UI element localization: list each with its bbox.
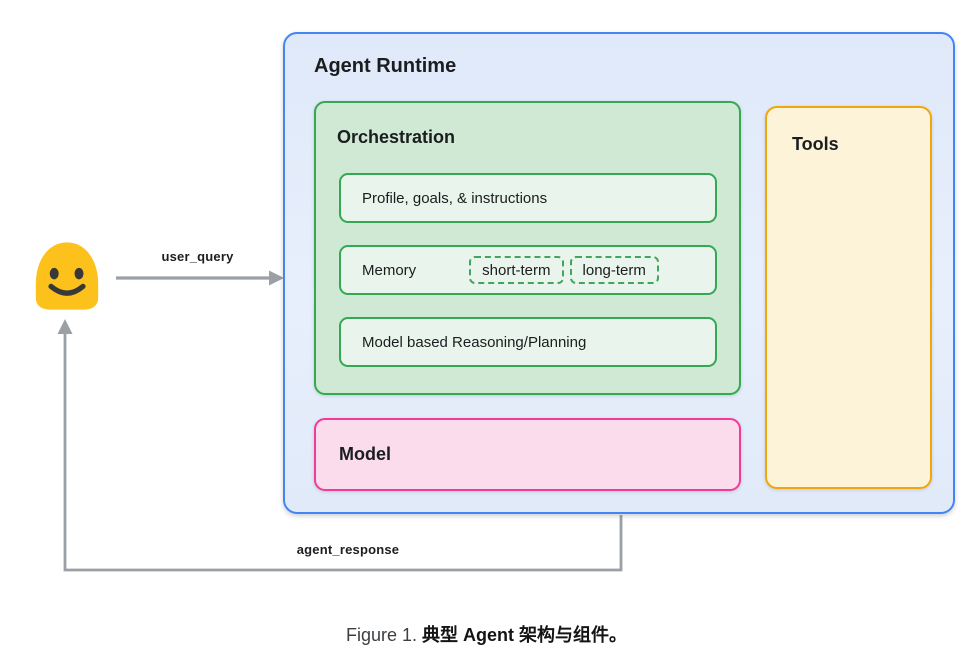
user-emoji-icon — [26, 236, 108, 316]
tools-box: Tools — [765, 106, 932, 489]
agent-runtime-box: Agent Runtime Orchestration Profile, goa… — [283, 32, 955, 514]
emoji-right-eye — [74, 267, 84, 280]
model-based-reasoning-planning-label: Model based Reasoning/Planning — [362, 333, 587, 351]
profile-goals-instructions-label: Profile, goals, & instructions — [362, 189, 548, 207]
agent-response-label: agent_response — [296, 542, 400, 557]
emoji-face — [35, 242, 99, 310]
long-term-memory-chip: long-term — [569, 256, 659, 284]
model-based-reasoning-planning-box: Model based Reasoning/Planning — [339, 317, 717, 367]
user-query-label: user_query — [161, 249, 234, 264]
tools-title: Tools — [792, 134, 839, 154]
figure-caption-prefix: Figure 1. — [345, 625, 423, 645]
model-box: Model — [314, 418, 741, 491]
emoji-left-eye — [49, 267, 59, 280]
emoji-smile — [48, 283, 86, 296]
agent-runtime-title: Agent Runtime — [314, 55, 457, 77]
orchestration-box: Orchestration Profile, goals, & instruct… — [314, 101, 741, 395]
profile-goals-instructions-box: Profile, goals, & instructions — [339, 173, 717, 223]
user-query-arrow — [116, 270, 284, 286]
memory-box: Memory short-term long-term — [339, 245, 717, 295]
figure-caption-text: 典型 Agent 架构与组件。 — [422, 625, 628, 645]
memory-label: Memory — [362, 261, 417, 279]
figure-caption: Figure 1. 典型 Agent 架构与组件。 — [0, 621, 973, 647]
orchestration-title: Orchestration — [337, 127, 456, 147]
model-title: Model — [339, 444, 391, 464]
short-term-memory-chip: short-term — [469, 256, 564, 284]
